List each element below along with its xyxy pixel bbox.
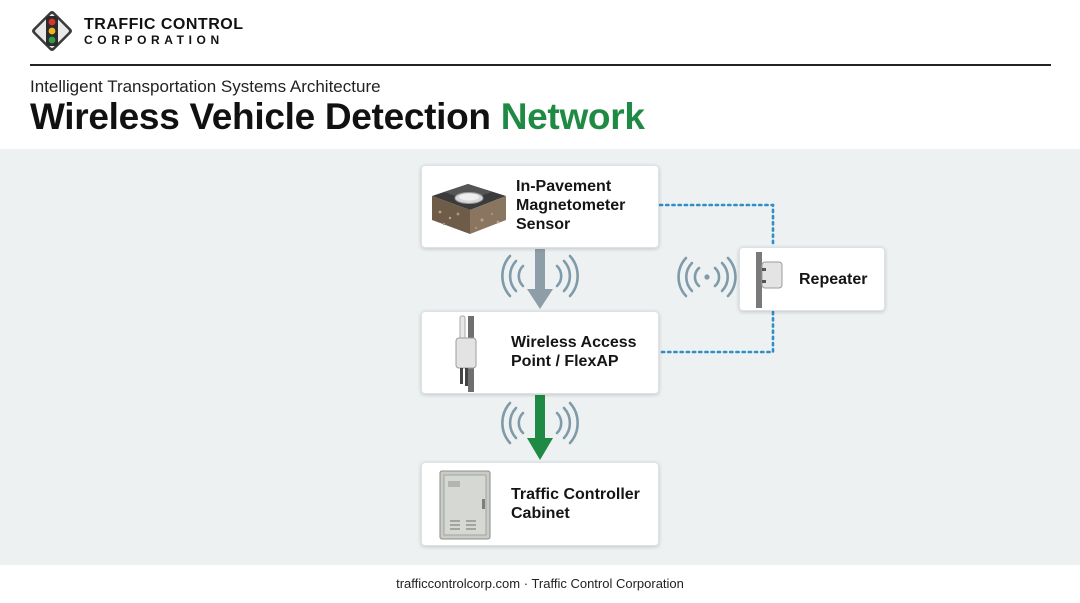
footer-text: trafficcontrolcorp.com · Traffic Control… <box>396 576 684 591</box>
node-repeater: Repeater <box>739 247 885 311</box>
traffic-light-logo-icon <box>32 11 72 51</box>
repeater-label: Repeater <box>799 271 868 288</box>
sensor-label-line1: In-Pavement <box>516 178 612 195</box>
sensor-label-line2: Magnetometer <box>516 197 626 214</box>
page-subtitle: Intelligent Transportation Systems Archi… <box>30 77 381 96</box>
repeater-icon <box>756 252 783 308</box>
node-wireless-access-point: Wireless Access Point / FlexAP <box>421 311 659 394</box>
header-divider <box>30 64 1051 66</box>
magnetometer-sensor-icon <box>432 184 506 234</box>
brand-line1: TRAFFIC CONTROL <box>84 16 244 33</box>
node-magnetometer-sensor: In-Pavement Magnetometer Sensor <box>421 165 659 248</box>
ap-label-line1: Wireless Access <box>511 334 637 351</box>
page-title: Wireless Vehicle Detection Network <box>30 96 645 138</box>
brand-name: TRAFFIC CONTROL CORPORATION <box>84 16 243 47</box>
node-traffic-controller-cabinet: Traffic Controller Cabinet <box>421 462 659 546</box>
title-accent: Network <box>500 96 645 137</box>
brand-line2: CORPORATION <box>84 33 224 47</box>
access-point-icon <box>455 315 477 392</box>
ap-label-line2: Point / FlexAP <box>511 353 619 370</box>
sensor-label-line3: Sensor <box>516 216 571 233</box>
cabinet-label-line2: Cabinet <box>511 505 570 522</box>
title-main: Wireless Vehicle Detection <box>30 96 491 137</box>
controller-cabinet-icon <box>439 470 491 540</box>
cabinet-label-line1: Traffic Controller <box>511 486 640 503</box>
